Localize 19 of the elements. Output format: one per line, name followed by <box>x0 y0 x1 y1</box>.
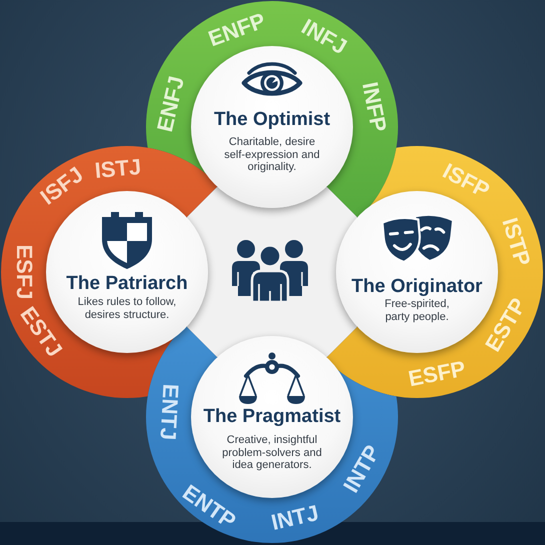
personality-type-label: INFP <box>358 80 390 134</box>
personality-type-label: ENTJ <box>156 382 182 440</box>
profile-title: The Patriarch <box>66 273 188 295</box>
profile-title: The Pragmatist <box>203 406 341 428</box>
profile-description: Likes rules to follow, desires structure. <box>76 296 178 321</box>
personality-type-label: ESFP <box>406 357 468 390</box>
personality-type-label: ENFP <box>205 9 268 50</box>
personality-type-label: INTJ <box>270 502 321 534</box>
personality-type-label: INFJ <box>298 16 350 59</box>
personality-type-label: ENFJ <box>154 74 188 134</box>
profile-title: The Optimist <box>214 109 330 131</box>
profile-description: Charitable, desire self-expression and originality. <box>223 136 321 174</box>
profile-description: Creative, insightful problem-solvers and idea generators. <box>221 434 323 472</box>
personality-type-label: ISTP <box>498 215 534 268</box>
personality-type-label: ISFP <box>438 159 492 202</box>
personality-type-label: ESFJ <box>12 244 34 300</box>
profile-description: Free-spirited, party people. <box>384 298 450 323</box>
profile-title: The Originator <box>352 276 482 298</box>
personality-type-label: ISTJ <box>94 156 142 182</box>
